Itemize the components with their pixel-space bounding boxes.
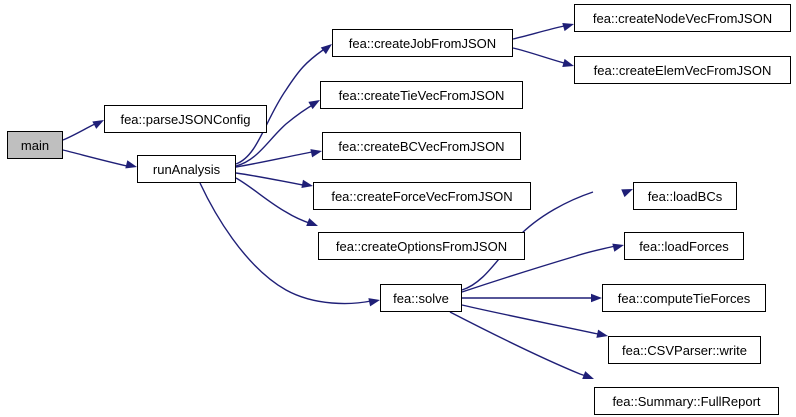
graph-node-parseJSONConfig[interactable]: fea::parseJSONConfig bbox=[104, 105, 267, 133]
graph-arrowhead bbox=[368, 298, 380, 307]
graph-edge-solve-to-SummaryFullReport bbox=[449, 311, 590, 378]
graph-arrowhead bbox=[596, 329, 608, 338]
graph-node-solve[interactable]: fea::solve bbox=[380, 284, 462, 312]
graph-arrowhead bbox=[301, 179, 313, 189]
graph-node-SummaryFullReport[interactable]: fea::Summary::FullReport bbox=[594, 387, 779, 415]
graph-edge-runAnalysis-to-createBCVecFromJSON bbox=[235, 151, 313, 168]
graph-node-label: fea::createBCVecFromJSON bbox=[338, 138, 505, 154]
graph-edge-createJobFromJSON-to-createElemVecFromJSON bbox=[512, 47, 565, 64]
graph-edge-main-to-runAnalysis bbox=[62, 149, 128, 167]
graph-edge-runAnalysis-to-createOptionsFromJSON bbox=[235, 177, 313, 225]
graph-node-createBCVecFromJSON[interactable]: fea::createBCVecFromJSON bbox=[322, 132, 521, 160]
graph-node-computeTieForces[interactable]: fea::computeTieForces bbox=[602, 284, 766, 312]
graph-node-label: fea::parseJSONConfig bbox=[120, 111, 251, 127]
graph-node-label: fea::solve bbox=[393, 290, 449, 306]
graph-arrowhead bbox=[306, 218, 318, 226]
graph-node-loadForces[interactable]: fea::loadForces bbox=[624, 232, 744, 260]
graph-arrowhead bbox=[591, 293, 602, 303]
graph-node-label: fea::computeTieForces bbox=[617, 290, 751, 306]
graph-node-label: fea::loadBCs bbox=[647, 188, 723, 204]
graph-node-createForceVecFromJSON[interactable]: fea::createForceVecFromJSON bbox=[313, 182, 531, 210]
graph-node-label: fea::createElemVecFromJSON bbox=[593, 62, 772, 78]
graph-edge-main-to-parseJSONConfig bbox=[62, 121, 100, 141]
graph-node-runAnalysis[interactable]: runAnalysis bbox=[137, 155, 236, 183]
graph-node-createNodeVecFromJSON[interactable]: fea::createNodeVecFromJSON bbox=[574, 4, 791, 32]
graph-node-createTieVecFromJSON[interactable]: fea::createTieVecFromJSON bbox=[320, 81, 523, 109]
graph-node-createElemVecFromJSON[interactable]: fea::createElemVecFromJSON bbox=[574, 56, 791, 84]
graph-edge-createJobFromJSON-to-createNodeVecFromJSON bbox=[512, 25, 565, 40]
graph-node-createJobFromJSON[interactable]: fea::createJobFromJSON bbox=[332, 29, 513, 57]
graph-node-label: fea::Summary::FullReport bbox=[612, 393, 761, 409]
graph-arrowhead bbox=[310, 149, 322, 158]
graph-edge-solve-to-CSVParserWrite bbox=[461, 304, 599, 335]
graph-edge-runAnalysis-to-createForceVecFromJSON bbox=[235, 172, 304, 186]
graph-node-label: fea::createForceVecFromJSON bbox=[331, 188, 513, 204]
graph-node-main[interactable]: main bbox=[7, 131, 63, 159]
graph-node-label: fea::createTieVecFromJSON bbox=[338, 87, 505, 103]
graph-arrowhead bbox=[582, 371, 594, 379]
graph-node-label: main bbox=[20, 137, 50, 153]
graph-node-label: runAnalysis bbox=[152, 161, 221, 177]
graph-node-label: fea::loadForces bbox=[639, 238, 729, 254]
graph-node-label: fea::createJobFromJSON bbox=[348, 35, 497, 51]
graph-node-createOptionsFromJSON[interactable]: fea::createOptionsFromJSON bbox=[318, 232, 525, 260]
graph-node-CSVParserWrite[interactable]: fea::CSVParser::write bbox=[608, 336, 761, 364]
graph-node-label: fea::createOptionsFromJSON bbox=[335, 238, 508, 254]
graph-node-loadBCs[interactable]: fea::loadBCs bbox=[633, 182, 737, 210]
graph-node-label: fea::createNodeVecFromJSON bbox=[592, 10, 773, 26]
graph-node-label: fea::CSVParser::write bbox=[622, 342, 747, 358]
